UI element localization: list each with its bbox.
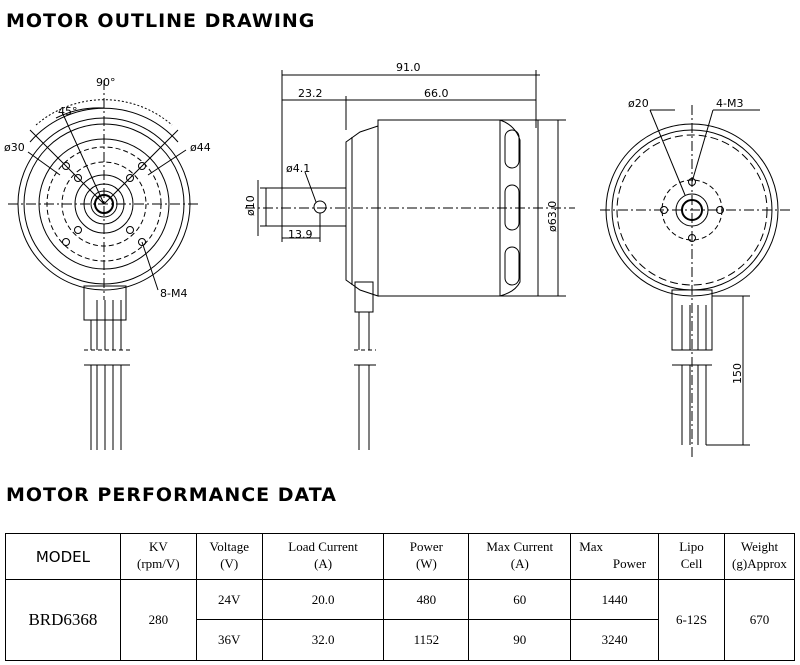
side-hole-pos-label: 13.9 xyxy=(288,228,313,241)
power-cell: 1152 xyxy=(383,619,470,661)
max-current-cell: 60 xyxy=(468,579,572,620)
load-current-cell: 32.0 xyxy=(261,619,385,661)
header-max-current: Max Current(A) xyxy=(468,533,572,580)
weight-cell: 670 xyxy=(723,579,796,661)
side-hole-dia-label: ø4.1 xyxy=(286,162,310,175)
header-kv: KV(rpm/V) xyxy=(119,533,197,580)
table-row: BRD6368 280 24V 20.0 480 60 1440 6-12S 6… xyxy=(5,579,796,661)
table-header-row: MODEL KV(rpm/V) Voltage(V) Load Current(… xyxy=(5,533,796,580)
front-dia-30-label: ø30 xyxy=(4,141,25,154)
side-shaft-dia-label: ø10 xyxy=(244,195,257,216)
header-voltage: Voltage(V) xyxy=(195,533,263,580)
front-holes-label: 8-M4 xyxy=(160,287,187,300)
header-weight: Weight(g)Approx xyxy=(723,533,796,580)
front-angle-90-label: 90° xyxy=(96,76,116,89)
voltage-cell: 36V xyxy=(195,619,263,661)
header-power: Power(W) xyxy=(383,533,470,580)
max-power-cell: 1440 xyxy=(570,579,660,620)
power-cell: 480 xyxy=(383,579,470,620)
side-view xyxy=(245,70,575,450)
voltage-cell: 24V xyxy=(195,579,263,620)
lipo-cell: 6-12S xyxy=(658,579,725,661)
rear-lead-length-label: 150 xyxy=(731,363,744,384)
front-dia-44-label: ø44 xyxy=(190,141,211,154)
performance-table: MODEL KV(rpm/V) Voltage(V) Load Current(… xyxy=(5,533,796,661)
rear-holes-label: 4-M3 xyxy=(716,97,743,110)
model-cell: BRD6368 xyxy=(5,579,121,661)
rear-view xyxy=(600,105,790,460)
performance-data-title: MOTOR PERFORMANCE DATA xyxy=(6,484,337,506)
header-model: MODEL xyxy=(5,533,121,580)
side-length-shaft-label: 23.2 xyxy=(298,87,323,100)
rear-dia-20-label: ø20 xyxy=(628,97,649,110)
header-load-current: Load Current(A) xyxy=(261,533,385,580)
front-angle-45-label: 45° xyxy=(58,105,78,118)
max-current-cell: 90 xyxy=(468,619,572,661)
side-body-dia-label: ø63.0 xyxy=(546,201,559,232)
side-length-body-label: 66.0 xyxy=(424,87,449,100)
kv-cell: 280 xyxy=(119,579,197,661)
motor-outline-drawing: 90° 45° ø30 ø44 8-M4 91.0 23.2 66.0 ø4.1… xyxy=(4,61,790,460)
load-current-cell: 20.0 xyxy=(261,579,385,620)
table-row: 36V 32.0 1152 90 3240 xyxy=(6,619,795,661)
max-power-cell: 3240 xyxy=(570,619,660,661)
outline-drawing-title: MOTOR OUTLINE DRAWING xyxy=(6,10,316,32)
front-view xyxy=(8,80,200,450)
side-length-total-label: 91.0 xyxy=(396,61,421,74)
